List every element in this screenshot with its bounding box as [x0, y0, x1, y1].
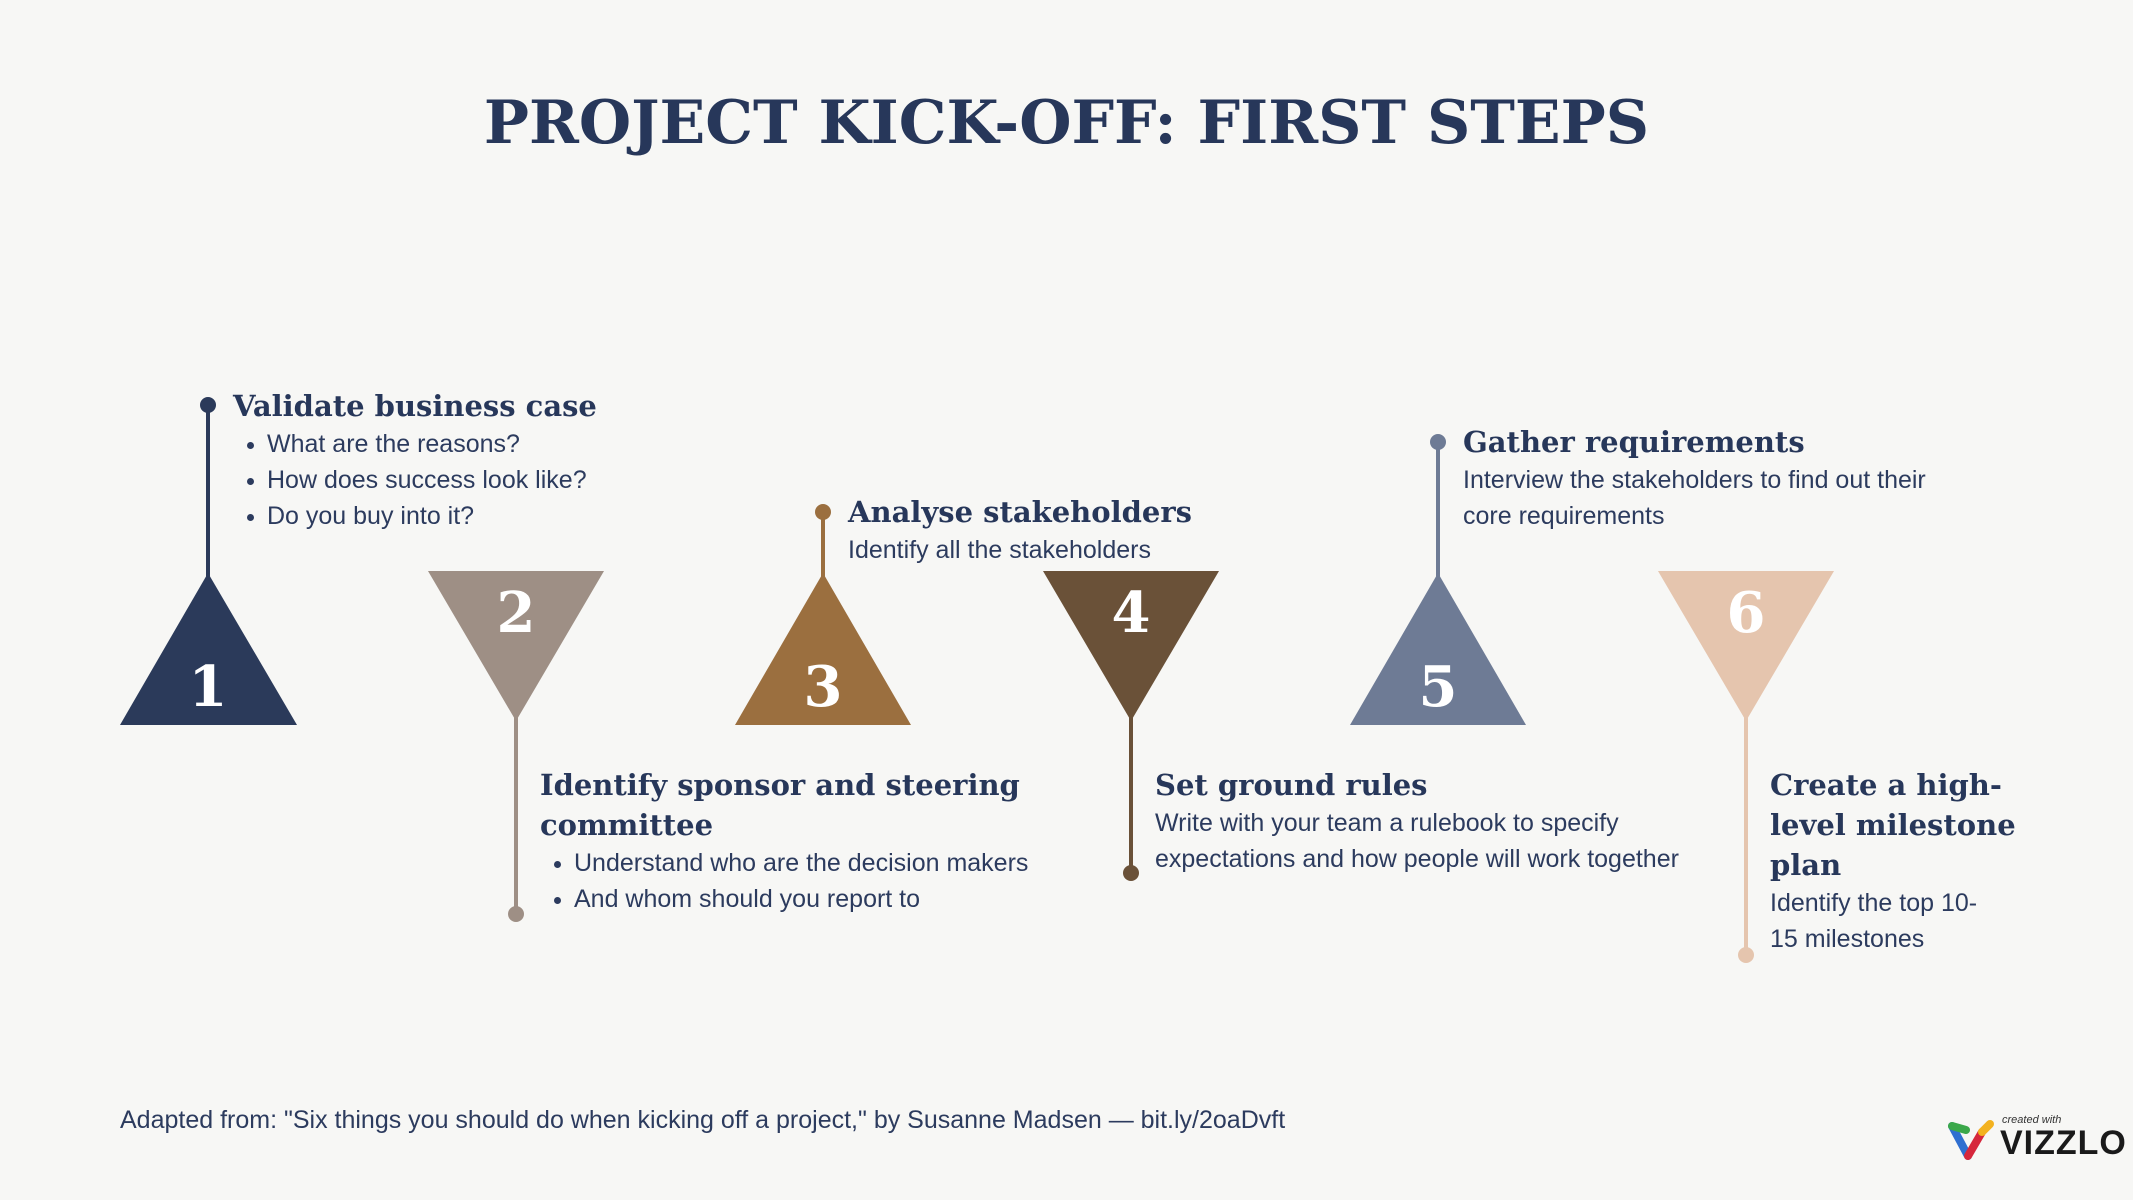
step-3-description: Identify all the stakeholders	[848, 536, 1151, 564]
step-3-number: 3	[804, 654, 843, 720]
step-4-number: 4	[1112, 580, 1151, 646]
step-1-marker: 1	[120, 397, 297, 725]
step-5-dot	[1430, 434, 1446, 450]
step-2-bullet: Understand who are the decision makers	[554, 845, 1028, 881]
source-citation: Adapted from: "Six things you should do …	[120, 1106, 1286, 1134]
step-1-number: 1	[189, 654, 228, 720]
step-1-dot	[200, 397, 216, 413]
step-6-dot	[1738, 947, 1754, 963]
step-5-marker: 5	[1350, 434, 1526, 725]
step-1-bullet: Do you buy into it?	[247, 498, 597, 534]
step-6-content: Create a high- level milestone plan Iden…	[1770, 765, 2016, 957]
step-5-description-line: core requirements	[1463, 502, 1665, 530]
step-6-heading-line: plan	[1770, 848, 1842, 882]
step-3-dot	[815, 504, 831, 520]
step-1-bullet: How does success look like?	[247, 462, 597, 498]
step-1-content: Validate business case What are the reas…	[233, 386, 597, 534]
logo-tagline: created with	[2002, 1114, 2062, 1126]
step-6-number: 6	[1727, 580, 1766, 646]
step-2-content: Identify sponsor and steering committee …	[540, 765, 1028, 917]
page-title: PROJECT KICK-OFF: FIRST STEPS	[483, 88, 1650, 158]
step-1-bullet-list: What are the reasons? How does success l…	[233, 426, 597, 534]
step-3-heading: Analyse stakeholders	[848, 495, 1192, 529]
step-1-triangle-up	[120, 573, 297, 725]
step-6-triangle-down	[1658, 571, 1834, 721]
step-1-bullet: What are the reasons?	[247, 426, 597, 462]
step-4-dot	[1123, 865, 1139, 881]
step-5-content: Gather requirements Interview the stakeh…	[1463, 422, 1926, 534]
step-2-heading-line: committee	[540, 808, 714, 842]
step-4-triangle-down	[1043, 571, 1219, 721]
step-6-description-line: 15 milestones	[1770, 925, 1925, 953]
step-2-heading-line: Identify sponsor and steering	[540, 768, 1020, 802]
step-3-triangle-up	[735, 573, 911, 725]
step-5-triangle-up	[1350, 573, 1526, 725]
step-4-marker: 4	[1043, 571, 1219, 881]
step-2-bullet: And whom should you report to	[554, 881, 1028, 917]
step-2-marker: 2	[428, 571, 604, 922]
step-4-description-line: Write with your team a rulebook to speci…	[1155, 809, 1619, 837]
step-3-marker: 3	[735, 504, 911, 725]
logo-wordmark: VIZZLO	[2000, 1124, 2127, 1162]
step-2-dot	[508, 906, 524, 922]
step-4-description-line: expectations and how people will work to…	[1155, 845, 1679, 873]
step-2-bullet-list: Understand who are the decision makers A…	[540, 845, 1028, 917]
step-6-heading-line: level milestone	[1770, 808, 2016, 842]
vizzlo-logo: created with VIZZLO	[1948, 1114, 2126, 1162]
step-5-description-line: Interview the stakeholders to find out t…	[1463, 466, 1926, 494]
step-2-number: 2	[497, 580, 536, 646]
step-4-heading: Set ground rules	[1155, 768, 1428, 802]
step-6-description-line: Identify the top 10-	[1770, 889, 1978, 917]
step-5-heading: Gather requirements	[1463, 425, 1805, 459]
vizzlo-logo-icon	[1948, 1120, 1994, 1160]
step-2-triangle-down	[428, 571, 604, 721]
step-3-content: Analyse stakeholders Identify all the st…	[848, 492, 1192, 568]
step-6-marker: 6	[1658, 571, 1834, 963]
step-6-heading-line: Create a high-	[1770, 768, 2002, 802]
step-4-content: Set ground rules Write with your team a …	[1155, 765, 1679, 877]
step-1-heading: Validate business case	[233, 389, 597, 423]
step-5-number: 5	[1419, 654, 1458, 720]
